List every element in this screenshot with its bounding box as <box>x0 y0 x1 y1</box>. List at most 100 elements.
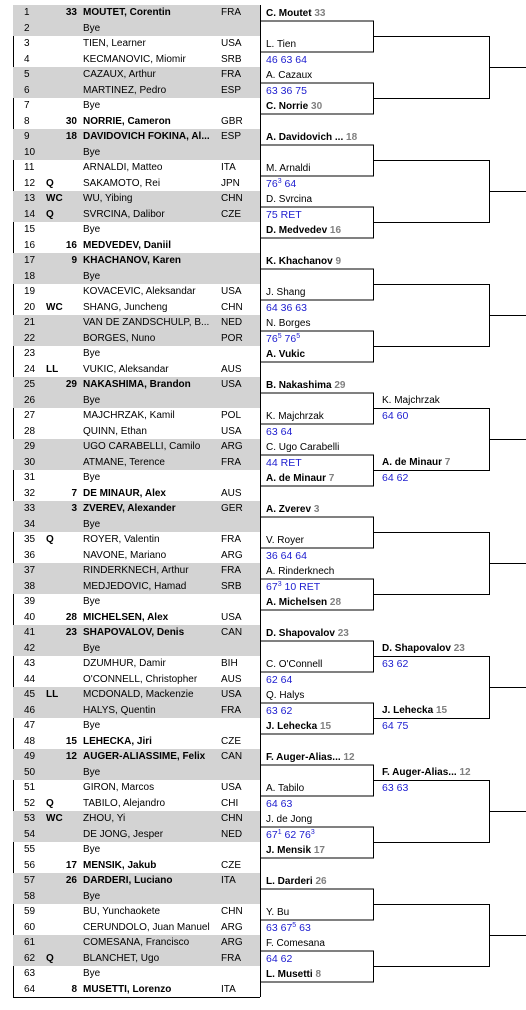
country-code: FRA <box>221 69 241 80</box>
seed-number: 29 <box>65 379 77 390</box>
draw-position-number: 54 <box>24 828 36 840</box>
seed-number: 12 <box>65 751 77 762</box>
round2-seed: 26 <box>315 875 327 887</box>
player-name: MICHELSEN, Alex <box>83 611 169 623</box>
round2-player: J. Shang <box>266 286 305 300</box>
player-name: TIEN, Learner <box>83 38 146 49</box>
round2-player-name: A. Tabilo <box>266 782 305 794</box>
round2-seed: 16 <box>329 224 342 236</box>
round2-player-name: D. Medvedev <box>266 224 328 236</box>
round2-player-name: F. Comesana <box>266 937 325 949</box>
draw-position-number: 18 <box>24 270 36 282</box>
seed-number: 3 <box>71 503 77 514</box>
player-name: MEDJEDOVIC, Hamad <box>83 580 187 592</box>
round2-player: V. Royer <box>266 534 304 548</box>
round2-player-name: J. de Jong <box>266 813 313 825</box>
round2-player-name: J. Shang <box>266 286 306 298</box>
round2-player: L. Darderi 26 <box>266 875 327 889</box>
draw-position-number: 20 <box>24 301 36 313</box>
round2-player-name: Q. Halys <box>266 689 305 701</box>
draw-position-number: 40 <box>24 611 36 623</box>
entry-type-tag: WC <box>46 813 63 824</box>
round2-player: K. Khachanov 9 <box>266 255 341 269</box>
country-code: JPN <box>221 177 240 189</box>
country-code: CAN <box>221 627 243 638</box>
draw-position-number: 48 <box>24 735 36 747</box>
entry-type-tag: LL <box>46 689 59 700</box>
round3-player-name: D. Shapovalov <box>382 643 451 654</box>
draw-position-number: 23 <box>24 348 36 359</box>
draw-position-number: 29 <box>24 441 36 452</box>
country-code: CAN <box>221 751 243 762</box>
seed-number: 30 <box>65 115 77 127</box>
round2-score: 673 10 RET <box>266 580 321 593</box>
round2-player-name: C. Moutet <box>266 7 312 19</box>
round2-score: 63 675 63 <box>266 921 311 934</box>
draw-position-number: 61 <box>24 937 36 948</box>
player-name: SHANG, Juncheng <box>83 301 168 313</box>
draw-position-number: 17 <box>24 255 36 266</box>
player-name: Bye <box>83 968 101 979</box>
draw-position-number: 7 <box>24 100 30 111</box>
round2-player-name: Y. Bu <box>266 906 290 918</box>
country-code: CHI <box>221 797 239 809</box>
player-name: Bye <box>83 518 101 530</box>
country-code: ARG <box>221 937 243 948</box>
draw-position-number: 33 <box>24 503 36 514</box>
country-code: AUS <box>221 673 242 685</box>
round2-score: 63 36 75 <box>266 84 307 97</box>
country-code: USA <box>221 782 242 793</box>
player-name: KECMANOVIC, Miomir <box>83 53 186 65</box>
round2-seed: 33 <box>314 7 326 19</box>
draw-position-number: 5 <box>24 69 30 80</box>
round2-score: 62 64 <box>266 673 293 686</box>
draw-position-number: 44 <box>24 673 36 685</box>
player-name: Bye <box>83 146 101 158</box>
round2-seed: 30 <box>311 100 323 112</box>
draw-position-number: 31 <box>24 472 36 483</box>
round2-player-name: F. Auger-Alias... <box>266 751 341 763</box>
round3-seed: 15 <box>435 705 448 716</box>
round3-score: 63 63 <box>382 782 409 794</box>
round2-seed: 9 <box>335 255 342 267</box>
player-name: LEHECKA, Jiri <box>83 735 152 747</box>
draw-position-number: 22 <box>24 332 36 344</box>
draw-position-number: 24 <box>24 363 36 375</box>
player-name: BU, Yunchaokete <box>83 906 161 917</box>
round2-score: 44 RET <box>266 456 302 469</box>
seed-number: 28 <box>65 611 77 623</box>
player-name: MCDONALD, Mackenzie <box>83 689 194 700</box>
round2-score: 46 63 64 <box>266 53 307 66</box>
round2-seed: 15 <box>319 720 332 732</box>
round2-player-name: J. Mensik <box>266 844 312 856</box>
round3-seed: 12 <box>459 767 471 778</box>
player-name: DZUMHUR, Damir <box>83 658 166 669</box>
country-code: ESP <box>221 131 242 142</box>
player-name: Bye <box>83 766 101 778</box>
player-name: CERUNDOLO, Juan Manuel <box>83 921 210 933</box>
country-code: CHN <box>221 813 243 824</box>
round3-player: A. de Minaur 7 <box>382 456 450 470</box>
draw-position-number: 6 <box>24 84 30 96</box>
country-code: GBR <box>221 115 243 127</box>
entry-type-tag: WC <box>46 193 63 204</box>
draw-position-number: 52 <box>24 797 36 809</box>
player-name: VAN DE ZANDSCHULP, B... <box>83 317 210 328</box>
player-name: QUINN, Ethan <box>83 425 147 437</box>
player-name: ZVEREV, Alexander <box>83 503 176 514</box>
